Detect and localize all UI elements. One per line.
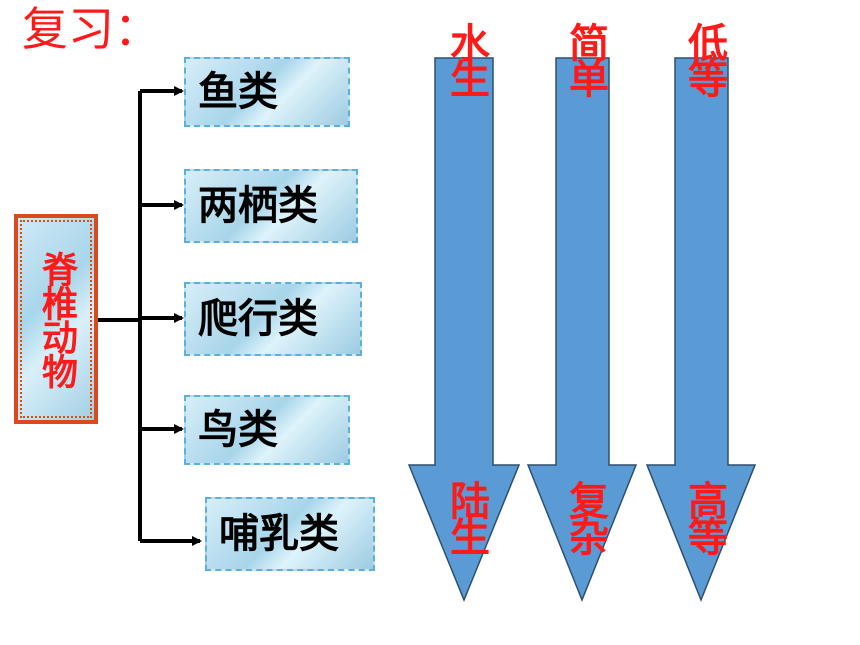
class-box-mammals: 哺乳类 — [205, 497, 375, 571]
class-label: 两栖类 — [198, 183, 318, 229]
arrow-3-bottom-label: 高等 — [681, 480, 727, 552]
arrow-2-bottom-label: 复杂 — [562, 480, 608, 552]
down-arrow-1 — [407, 57, 521, 602]
root-box: 脊椎动物 — [14, 214, 98, 424]
class-box-amphibians: 两栖类 — [184, 169, 358, 243]
class-box-fish: 鱼类 — [184, 57, 350, 127]
root-label: 脊椎动物 — [36, 251, 77, 387]
arrow-1-top-label: 水生 — [443, 22, 489, 94]
down-arrow-3 — [645, 57, 757, 603]
class-label: 爬行类 — [198, 296, 318, 342]
arrow-1-bottom-label: 陆生 — [443, 480, 489, 552]
class-label: 哺乳类 — [219, 511, 339, 557]
down-arrow-2 — [526, 57, 638, 603]
class-label: 鸟类 — [198, 407, 278, 453]
class-label: 鱼类 — [198, 69, 278, 115]
arrow-2-top-label: 简单 — [562, 22, 608, 94]
class-box-birds: 鸟类 — [184, 395, 350, 465]
arrow-3-top-label: 低等 — [681, 22, 727, 94]
page-title: 复习： — [22, 2, 160, 56]
class-box-reptiles: 爬行类 — [184, 282, 362, 356]
